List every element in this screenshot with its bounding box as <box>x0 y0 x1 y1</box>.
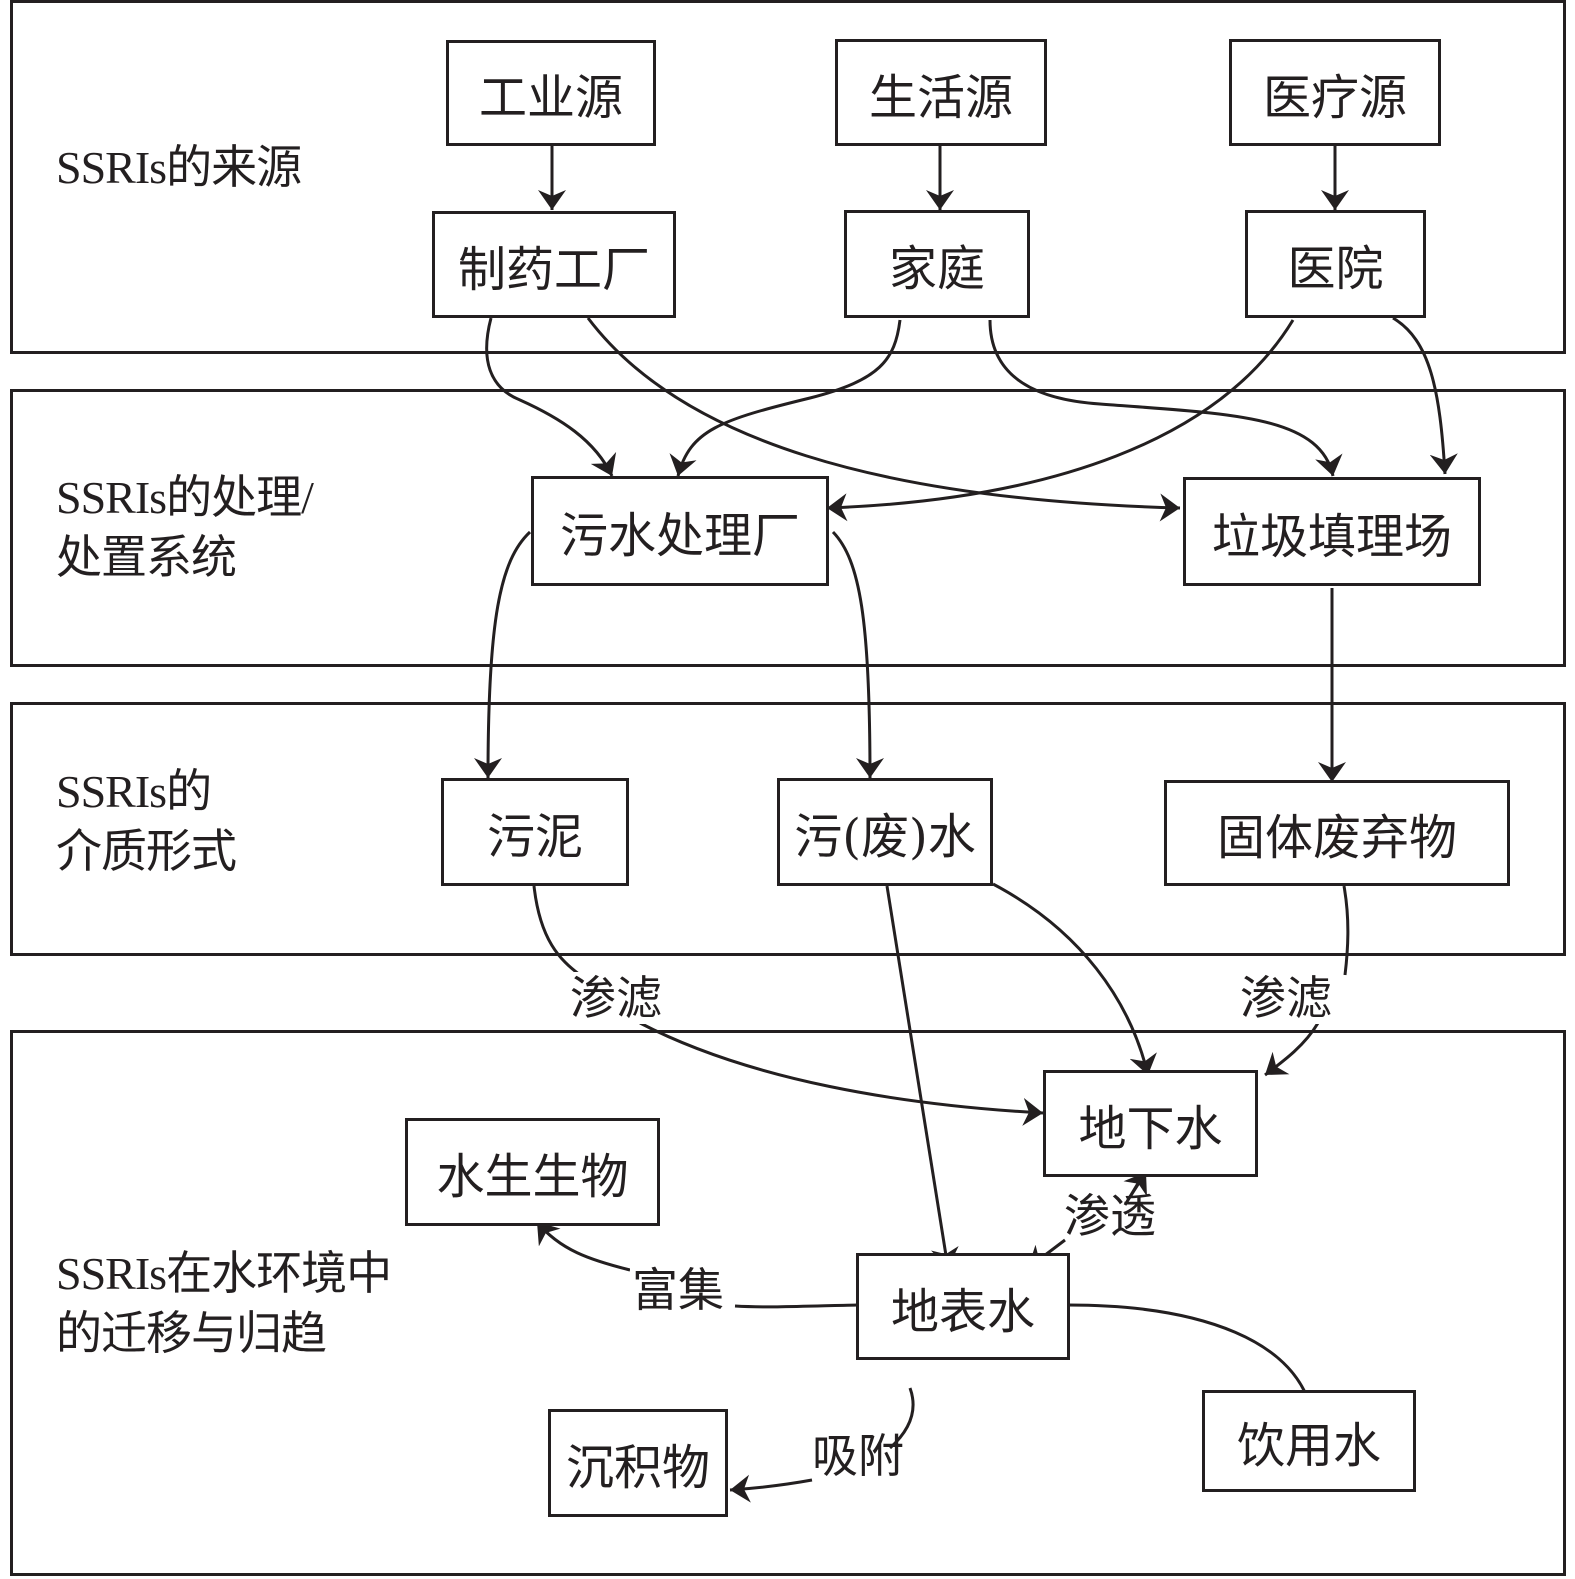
node-medical-source: 医疗源 <box>1229 39 1441 146</box>
node-sediment: 沉积物 <box>548 1409 728 1517</box>
node-domestic-source: 生活源 <box>835 39 1047 146</box>
node-drinking-water: 饮用水 <box>1202 1390 1416 1492</box>
edge-label-bioaccumulation: 富集 <box>630 1263 726 1317</box>
node-industrial-source: 工业源 <box>446 40 656 146</box>
node-aquatic-organisms: 水生生物 <box>405 1118 660 1226</box>
node-surface-water: 地表水 <box>856 1253 1070 1360</box>
layer-label-treatment: SSRIs的处理/ 处置系统 <box>56 472 314 583</box>
edge-label-leach-sludge: 渗滤 <box>568 971 664 1025</box>
node-pharma-factory: 制药工厂 <box>432 211 676 318</box>
layer-label-sources: SSRIs的来源 <box>56 142 302 193</box>
node-hospital: 医院 <box>1245 210 1426 318</box>
node-household: 家庭 <box>844 210 1030 318</box>
node-sludge: 污泥 <box>441 778 629 886</box>
layer-label-fate: SSRIs在水环境中 的迁移与归趋 <box>56 1248 392 1359</box>
node-solid-waste: 固体废弃物 <box>1164 780 1510 886</box>
edge-label-leach-solid: 渗滤 <box>1238 971 1334 1025</box>
node-groundwater: 地下水 <box>1043 1070 1258 1177</box>
node-wastewater: 污(废)水 <box>777 778 993 886</box>
edge-label-infiltration: 渗透 <box>1064 1189 1156 1243</box>
node-landfill: 垃圾填理场 <box>1183 477 1481 586</box>
edge-label-adsorption: 吸附 <box>812 1429 904 1483</box>
layer-label-media: SSRIs的 介质形式 <box>56 766 237 877</box>
node-wastewater-plant: 污水处理厂 <box>531 476 829 586</box>
